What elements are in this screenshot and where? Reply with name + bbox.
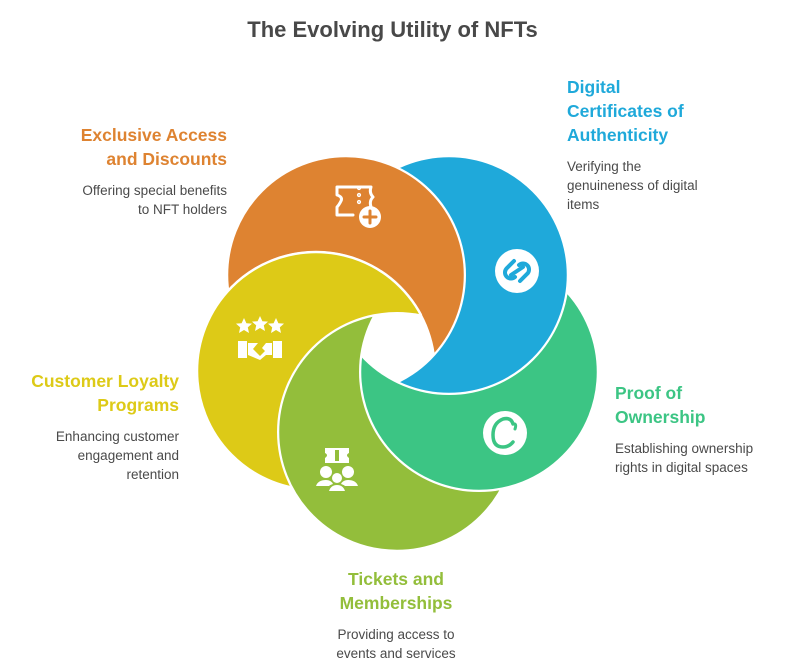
description-tickets-memberships: Providing access to events and services [296,625,496,663]
label-digital-certificates: Digital Certificates of Authenticity Ver… [567,75,767,214]
heading-line: Authenticity [567,125,669,145]
heading-line: Memberships [339,593,453,613]
description-digital-certificates: Verifying the genuineness of digital ite… [567,157,767,214]
description-line: Establishing ownership [615,441,754,456]
description-line: to NFT holders [137,202,227,217]
label-exclusive-access: Exclusive Access and Discounts Offering … [30,123,227,219]
description-line: Providing access to [337,627,455,642]
heading-line: Ownership [615,407,706,427]
heading-line: and Discounts [106,149,227,169]
heading-line: Proof of [615,383,683,403]
heading-exclusive-access: Exclusive Access and Discounts [30,123,227,171]
heading-line: Exclusive Access [80,125,227,145]
description-customer-loyalty: Enhancing customer engagement and retent… [0,427,179,484]
description-proof-of-ownership: Establishing ownership rights in digital… [615,439,785,477]
description-line: rights in digital spaces [615,460,748,475]
label-proof-of-ownership: Proof of Ownership Establishing ownershi… [615,381,785,477]
description-line: Verifying the [567,159,642,174]
stars-handshake-icon [236,316,284,360]
heading-line: Customer Loyalty [31,371,179,391]
heading-line: Tickets and [348,569,444,589]
description-line: events and services [336,646,456,661]
description-line: engagement and [77,448,179,463]
heading-line: Digital [567,77,621,97]
heading-line: Programs [97,395,179,415]
label-customer-loyalty: Customer Loyalty Programs Enhancing cust… [0,369,179,484]
copyright-c-icon [483,411,527,455]
description-line: genuineness of digital [567,178,698,193]
heading-line: Certificates of [567,101,684,121]
description-line: Enhancing customer [55,429,179,444]
heading-proof-of-ownership: Proof of Ownership [615,381,785,429]
segment-customer-loyalty [195,250,437,492]
heading-tickets-memberships: Tickets and Memberships [296,567,496,615]
link-icon [495,249,539,293]
heading-customer-loyalty: Customer Loyalty Programs [0,369,179,417]
ticket-group-icon [316,448,358,491]
ticket-plus-icon [335,185,381,228]
description-line: Offering special benefits [82,183,227,198]
heading-digital-certificates: Digital Certificates of Authenticity [567,75,767,147]
description-line: retention [126,467,179,482]
diagram-title: The Evolving Utility of NFTs [247,17,538,42]
description-exclusive-access: Offering special benefits to NFT holders [30,181,227,219]
label-tickets-memberships: Tickets and Memberships Providing access… [296,567,496,663]
description-line: items [567,197,600,212]
